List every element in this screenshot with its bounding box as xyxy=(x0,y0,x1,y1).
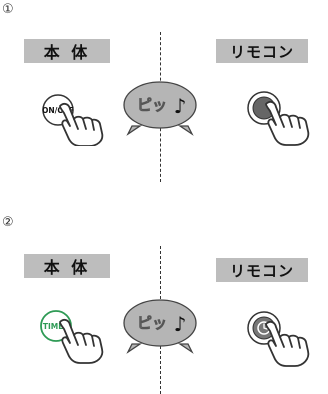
beep-text: ピッ xyxy=(137,314,167,332)
beep-speech-bubble: ピッ ♪ xyxy=(123,299,197,354)
main-unit-press-illustration: TIMER xyxy=(40,310,104,364)
step-number-1: ① xyxy=(2,2,14,17)
main-unit-label: 本 体 xyxy=(24,39,110,63)
main-unit-label: 本 体 xyxy=(24,254,110,278)
pointing-hand-icon xyxy=(59,102,104,146)
remote-press-illustration xyxy=(247,91,310,146)
timer-text: TIMER xyxy=(43,322,69,331)
music-note-icon: ♪ xyxy=(174,312,187,336)
on-off-text: ON/OFF xyxy=(42,106,74,115)
main-unit-press-illustration: ON/OFF xyxy=(42,94,104,146)
pointing-hand-icon xyxy=(265,100,310,146)
beep-speech-bubble: ピッ ♪ xyxy=(123,81,197,136)
pointing-hand-icon xyxy=(59,318,104,364)
remote-label: リモコン xyxy=(216,258,308,282)
remote-press-illustration xyxy=(247,311,310,367)
music-note-icon: ♪ xyxy=(174,94,187,118)
beep-text: ピッ xyxy=(137,96,167,114)
pointing-hand-icon xyxy=(265,320,310,367)
remote-label: リモコン xyxy=(216,39,308,63)
step-number-2: ② xyxy=(2,215,14,230)
